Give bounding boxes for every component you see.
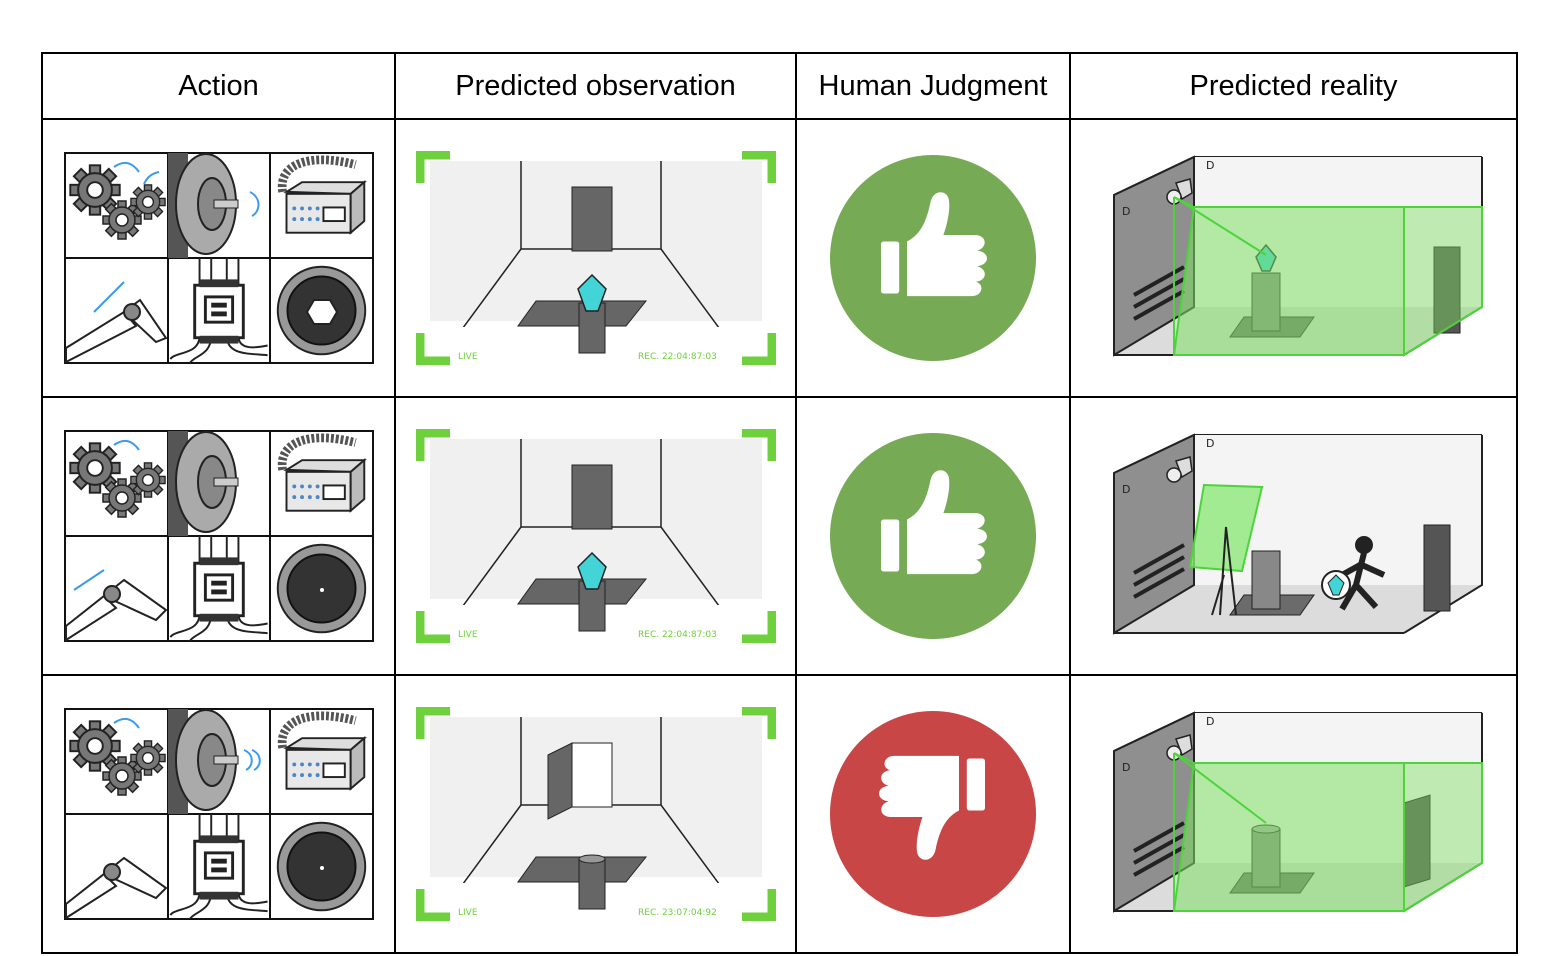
recording-timestamp: REC. 22:04:87:03 bbox=[638, 630, 717, 640]
reality-cell bbox=[1069, 396, 1518, 676]
action-panel-illustration bbox=[63, 708, 374, 920]
vault-scene-illustration bbox=[1111, 711, 1484, 913]
camera-feed-illustration: LIVE REC. 23:07:04:92 bbox=[416, 707, 776, 921]
diamond-icon bbox=[576, 551, 607, 590]
action-panel-illustration bbox=[63, 152, 374, 364]
live-label: LIVE bbox=[458, 908, 478, 918]
vault-scene-illustration bbox=[1111, 155, 1484, 357]
gears-icon bbox=[68, 439, 166, 518]
table-row: LIVE REC. 22:04:87:03 bbox=[41, 396, 1518, 676]
action-cell bbox=[41, 674, 396, 954]
recording-timestamp: REC. 23:07:04:92 bbox=[638, 908, 717, 918]
thumbs-up-icon bbox=[830, 155, 1036, 361]
motor-icon bbox=[167, 431, 238, 536]
lens-icon bbox=[276, 821, 366, 912]
header-row: Action Predicted observation Human Judgm… bbox=[41, 52, 1518, 120]
diamond-icon bbox=[576, 273, 607, 312]
robot-arm-icon bbox=[64, 856, 168, 920]
column-header-human-judgment: Human Judgment bbox=[795, 52, 1071, 120]
lens-icon bbox=[276, 543, 366, 634]
reality-cell bbox=[1069, 674, 1518, 954]
action-panel-illustration bbox=[63, 430, 374, 642]
diamond-icon bbox=[1326, 574, 1345, 596]
camera-view-cone bbox=[1172, 196, 1483, 357]
column-header-predicted-reality: Predicted reality bbox=[1069, 52, 1518, 120]
column-header-predicted-observation: Predicted observation bbox=[394, 52, 797, 120]
action-cell bbox=[41, 118, 396, 398]
robot-arm-icon bbox=[64, 281, 168, 364]
gears-icon bbox=[68, 717, 166, 796]
lens-icon bbox=[276, 265, 366, 356]
column-header-action: Action bbox=[41, 52, 396, 120]
camera-feed-illustration: LIVE REC. 22:04:87:03 bbox=[416, 429, 776, 643]
photo-screen-icon bbox=[1188, 483, 1263, 616]
judgment-cell bbox=[795, 118, 1071, 398]
thief-icon bbox=[1320, 536, 1385, 611]
live-label: LIVE bbox=[458, 630, 478, 640]
motor-icon bbox=[167, 153, 259, 258]
robot-arm-icon bbox=[64, 569, 168, 642]
reality-cell bbox=[1069, 118, 1518, 398]
gears-icon bbox=[68, 161, 166, 240]
motor-icon bbox=[167, 709, 261, 814]
table-row: LIVE REC. 22:04:87:03 bbox=[41, 118, 1518, 398]
observation-cell: LIVE REC. 23:07:04:92 bbox=[394, 674, 797, 954]
observation-cell: LIVE REC. 22:04:87:03 bbox=[394, 118, 797, 398]
thumbs-down-icon bbox=[830, 711, 1036, 917]
camera-feed-illustration: LIVE REC. 22:04:87:03 bbox=[416, 151, 776, 365]
recording-timestamp: REC. 22:04:87:03 bbox=[638, 352, 717, 362]
camera-view-cone bbox=[1172, 752, 1483, 913]
table-row: LIVE REC. 23:07:04:92 bbox=[41, 674, 1518, 954]
judgment-cell bbox=[795, 396, 1071, 676]
comparison-table: Action Predicted observation Human Judgm… bbox=[41, 52, 1518, 954]
vault-scene-illustration bbox=[1111, 433, 1484, 635]
action-cell bbox=[41, 396, 396, 676]
thumbs-up-icon bbox=[830, 433, 1036, 639]
judgment-cell bbox=[795, 674, 1071, 954]
observation-cell: LIVE REC. 22:04:87:03 bbox=[394, 396, 797, 676]
live-label: LIVE bbox=[458, 352, 478, 362]
